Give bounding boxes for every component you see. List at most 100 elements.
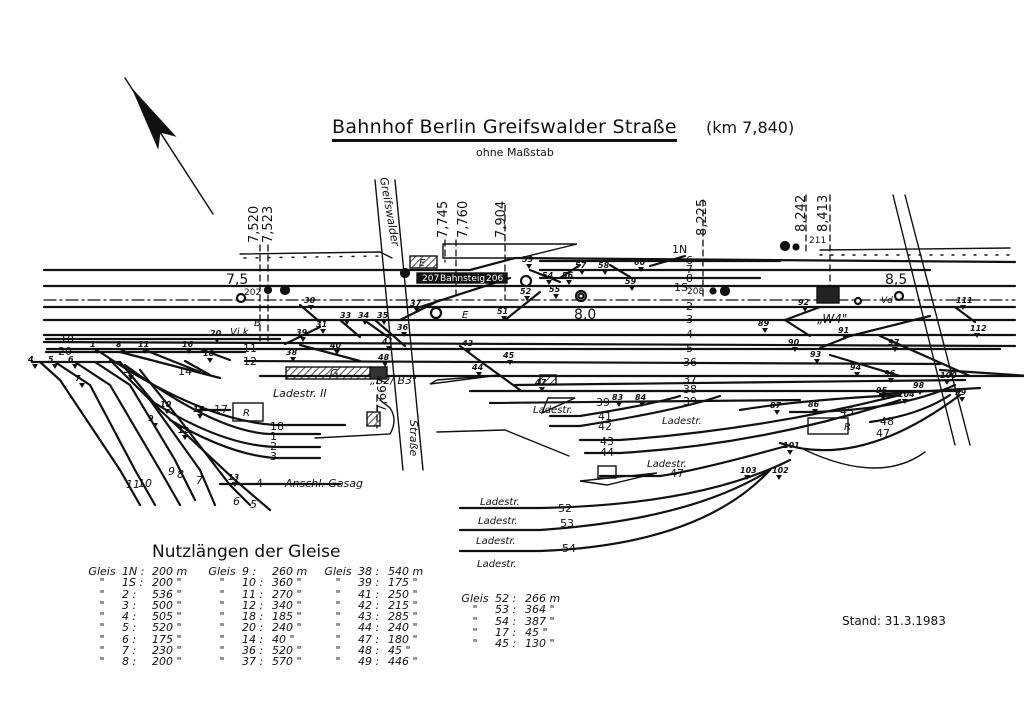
switch-marker — [774, 410, 780, 415]
switch-marker — [501, 316, 507, 321]
g-box-label: G — [330, 367, 339, 380]
legend-row: "11 :270 " — [202, 587, 307, 601]
switch-marker — [974, 333, 980, 338]
legend-row: "10 :360 " — [202, 577, 307, 589]
legend-length: 175 " — [388, 576, 418, 590]
switch-number: 91 — [838, 326, 849, 335]
legend-length: 520 " — [272, 644, 302, 658]
legend-track: 36 : — [242, 644, 264, 658]
main-tracks — [42, 254, 1024, 405]
legend-key: Gleis — [324, 565, 352, 578]
km-labels: 7,520 7,523 7,745 7,760 7,904 8,225 8,24… — [226, 195, 907, 412]
switch-marker — [214, 338, 220, 343]
track-label: 47 — [876, 427, 890, 440]
track-label: 12 — [243, 355, 257, 368]
legend-track: 14 : — [242, 632, 264, 646]
legend-track: 11 : — [242, 587, 264, 601]
r-label: R — [243, 408, 250, 419]
legend-row: "45 :130 " — [455, 637, 560, 651]
switch-marker — [539, 387, 545, 392]
km-label: 7,760 — [456, 201, 471, 238]
track-label: 7 — [196, 474, 203, 487]
legend-key: " — [219, 610, 225, 624]
switch-marker — [382, 362, 388, 367]
legend-row: "18 :185 " — [202, 610, 307, 624]
legend-track: 45 : — [495, 637, 517, 651]
switch-marker — [812, 409, 818, 414]
switch-marker — [507, 360, 513, 365]
north-arrow-icon — [124, 77, 214, 215]
switch-marker — [762, 328, 768, 333]
switch-marker — [629, 286, 635, 291]
legend-length: 215 " — [388, 598, 418, 612]
legend-key: Gleis — [461, 592, 489, 605]
ladestr-label: Ladestr. — [476, 536, 516, 547]
legend-track: 3 : — [122, 598, 137, 612]
legend-track: 54 : — [495, 614, 517, 628]
legend-row: "7 :230 " — [82, 645, 187, 657]
legend-track: 20 : — [242, 621, 264, 635]
legend-length: 200 " — [152, 576, 182, 590]
legend-key: " — [99, 610, 105, 624]
track-label: 39 — [683, 395, 697, 408]
legend-row: "44 :240 " — [318, 622, 423, 634]
switch-number: 101 — [783, 441, 800, 450]
track-labels: 1N 6 7 8 1S 2 3 4 5 36 37 38 39 39 10 20… — [58, 243, 894, 555]
track-label: 54 — [562, 542, 576, 555]
track-label: 5 — [686, 342, 693, 355]
track-label: 43 — [600, 435, 614, 448]
legend-key: " — [219, 621, 225, 635]
signal-label: 206 — [486, 274, 503, 284]
legend-length: 200 m — [152, 565, 188, 578]
switch-number: 92 — [798, 298, 810, 307]
switch-number: 96 — [884, 369, 896, 378]
legend-row: " 3 : 500 " — [82, 598, 187, 612]
switch-number: 18 — [203, 349, 215, 358]
legend-track: 6 : — [122, 632, 137, 646]
road-bridge-right — [892, 194, 971, 446]
legend-length: 500 " — [152, 598, 182, 612]
switch-number: 53 — [522, 255, 534, 264]
legend-row: "37 :570 " — [202, 655, 307, 669]
w4-label: „W4" — [817, 312, 847, 326]
legend-key: " — [335, 587, 341, 601]
legend-length: 340 " — [272, 598, 302, 612]
switch-marker — [902, 399, 908, 404]
switch-marker — [776, 475, 782, 480]
switch-number: 47 — [534, 378, 547, 387]
scale-note: ohne Maßstab — [476, 146, 554, 159]
platform-label: Bahnsteig — [440, 274, 485, 284]
switch-marker — [308, 305, 314, 310]
legend-track: 12 : — [242, 598, 264, 612]
ladestr-label: Ladestr. — [662, 416, 702, 427]
km-inline: 8,5 — [885, 272, 907, 288]
track-label: 9 — [168, 465, 175, 478]
switch-marker — [814, 359, 820, 364]
track-label: 2 — [686, 300, 693, 313]
legend-length: 45 " — [525, 625, 548, 639]
switch-number: 1 — [90, 340, 96, 349]
switch-number: 41 — [381, 337, 393, 346]
b2b3-label: „B2/ B3" — [370, 374, 417, 387]
switch-marker — [466, 348, 472, 353]
switch-marker — [182, 435, 188, 440]
switch-number: 6 — [68, 355, 74, 364]
switch-marker — [128, 375, 134, 380]
gasag-label: Anschl. Gasag — [284, 477, 363, 490]
legend-track: 37 : — [242, 655, 264, 669]
switch-number: 54 — [542, 271, 554, 280]
switch-number: 9 — [148, 414, 154, 423]
track-label: 17 — [214, 403, 228, 416]
legend-track: 41 : — [358, 587, 380, 601]
legend-track: 18 : — [242, 610, 264, 624]
legend-length: 45 " — [388, 644, 411, 658]
switch-number: 38 — [286, 348, 298, 357]
legend-key: " — [99, 576, 105, 590]
switch-marker — [320, 329, 326, 334]
track-label: 6 — [686, 254, 693, 267]
switch-marker — [944, 380, 950, 385]
legend-key: " — [99, 598, 105, 612]
switch-number: 36 — [397, 323, 409, 332]
